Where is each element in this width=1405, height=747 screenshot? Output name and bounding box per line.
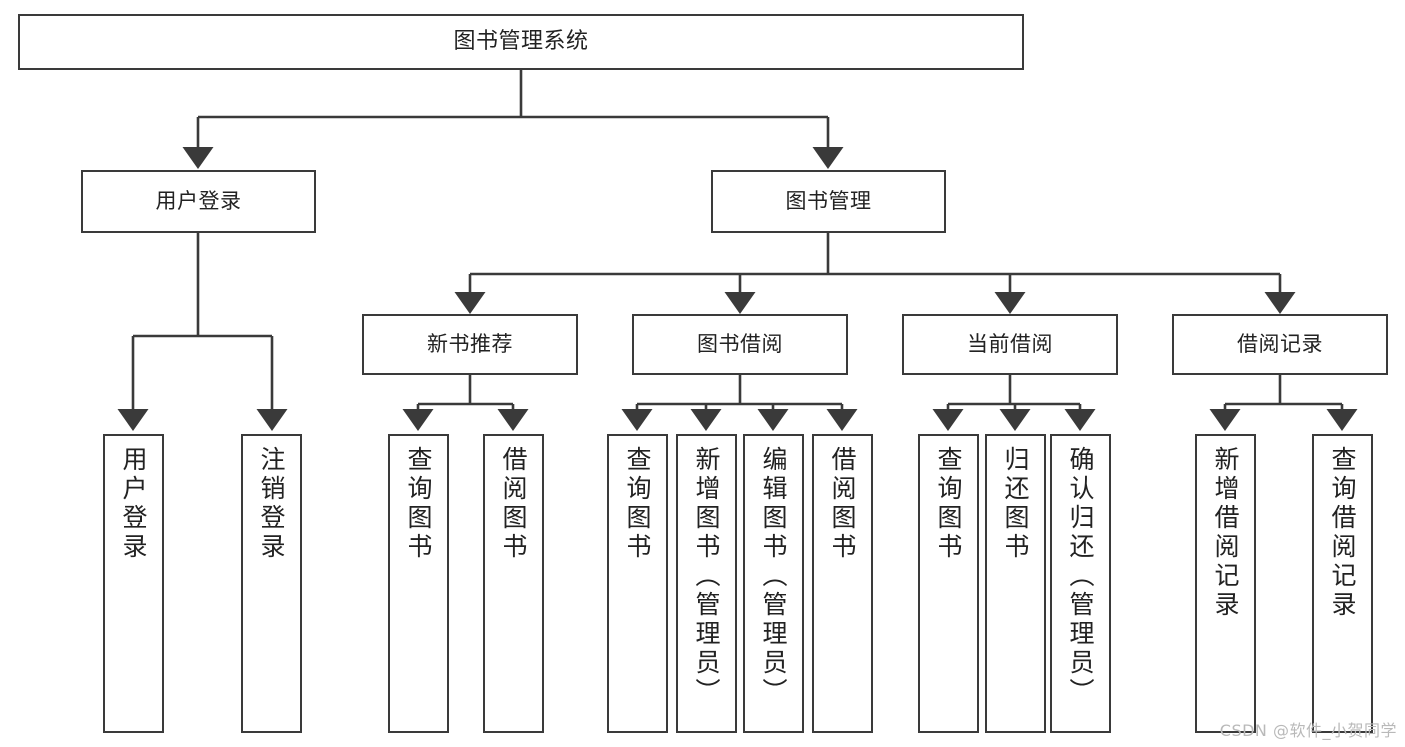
node-label: 新增借阅记录 xyxy=(1211,446,1240,620)
node-book-manage[interactable]: 图书管理 xyxy=(711,170,946,233)
node-label: 查询图书 xyxy=(623,446,652,562)
node-borrow-record[interactable]: 借阅记录 xyxy=(1172,314,1388,375)
node-leaf-user-logout[interactable]: 注销登录 xyxy=(241,434,302,733)
node-leaf-edit-book[interactable]: 编辑图书（管理员） xyxy=(743,434,804,733)
node-current-borrow[interactable]: 当前借阅 xyxy=(902,314,1118,375)
node-label: 新增图书（管理员） xyxy=(692,446,721,707)
node-label: 查询图书 xyxy=(404,446,433,562)
node-label: 归还图书 xyxy=(1001,446,1030,562)
node-label: 编辑图书（管理员） xyxy=(759,446,788,707)
node-leaf-query-book-current[interactable]: 查询图书 xyxy=(918,434,979,733)
node-leaf-return-book[interactable]: 归还图书 xyxy=(985,434,1046,733)
node-leaf-add-book[interactable]: 新增图书（管理员） xyxy=(676,434,737,733)
watermark-text: CSDN @软件_小贺同学 xyxy=(1219,721,1397,740)
node-label: 借阅图书 xyxy=(828,446,857,562)
node-label: 用户登录 xyxy=(155,189,242,214)
node-label: 借阅记录 xyxy=(1237,332,1323,357)
node-label: 图书管理系统 xyxy=(453,29,589,55)
node-label: 当前借阅 xyxy=(967,332,1053,357)
node-leaf-borrow-book[interactable]: 借阅图书 xyxy=(812,434,873,733)
node-root-system[interactable]: 图书管理系统 xyxy=(18,14,1024,70)
node-new-book-recommend[interactable]: 新书推荐 xyxy=(362,314,578,375)
node-label: 注销登录 xyxy=(257,446,286,562)
node-user-login[interactable]: 用户登录 xyxy=(81,170,316,233)
node-label: 确认归还（管理员） xyxy=(1066,446,1095,707)
node-leaf-confirm-return[interactable]: 确认归还（管理员） xyxy=(1050,434,1111,733)
node-label: 查询图书 xyxy=(934,446,963,562)
node-label: 图书管理 xyxy=(785,189,872,214)
node-leaf-borrow-book-recommend[interactable]: 借阅图书 xyxy=(483,434,544,733)
node-leaf-query-borrow-record[interactable]: 查询借阅记录 xyxy=(1312,434,1373,733)
node-book-borrow[interactable]: 图书借阅 xyxy=(632,314,848,375)
node-leaf-user-login[interactable]: 用户登录 xyxy=(103,434,164,733)
node-label: 新书推荐 xyxy=(427,332,513,357)
node-leaf-query-book-recommend[interactable]: 查询图书 xyxy=(388,434,449,733)
node-leaf-query-book-borrow[interactable]: 查询图书 xyxy=(607,434,668,733)
node-label: 用户登录 xyxy=(119,446,148,562)
node-leaf-add-borrow-record[interactable]: 新增借阅记录 xyxy=(1195,434,1256,733)
node-label: 查询借阅记录 xyxy=(1328,446,1357,620)
node-label: 借阅图书 xyxy=(499,446,528,562)
node-label: 图书借阅 xyxy=(697,332,783,357)
